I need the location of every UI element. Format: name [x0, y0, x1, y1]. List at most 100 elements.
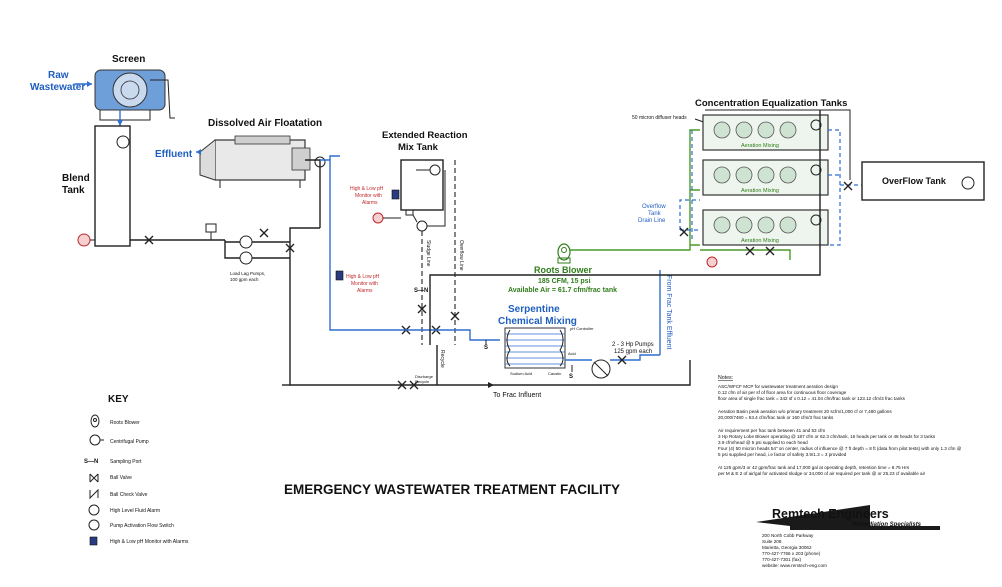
pumps-label-2: 125 gpm each: [614, 349, 652, 355]
equalization-tank-2: Aeration Mixing: [702, 159, 829, 196]
sludge-line-label: Sludge Line: [425, 240, 431, 267]
ph-monitor-2-icon: [335, 270, 344, 281]
equalization-tank-1: Aeration Mixing: [702, 114, 829, 151]
company-name: Remtech Engineers: [772, 507, 889, 521]
overflow-return-line: [429, 110, 821, 345]
notes-line-7: Air requirement per frac tank between 41…: [718, 428, 825, 433]
discharge-label-2: Recycle: [415, 379, 430, 384]
key-item-4: Ball Check Valve: [110, 492, 148, 498]
serpentine-label-1: Serpentine: [508, 304, 560, 315]
blend-tank-label-1: Blend: [62, 173, 90, 184]
ph-controller-label: pH Controller: [570, 326, 594, 331]
key-ball-valve-icon: [89, 473, 99, 483]
address-line-1: Suite 208: [762, 539, 782, 544]
daf-to-reactor-line: [320, 159, 405, 331]
aeration-mixing-3: Aeration Mixing: [741, 238, 779, 244]
sodium-acid-label: Sodium Acid: [510, 371, 532, 376]
key-item-0: Roots Blower: [110, 420, 140, 426]
address-line-5: website: www.remtech-eng.com: [762, 563, 827, 568]
from-frac-tank-effluent-label: From Frac Tank Effluent: [665, 275, 672, 349]
high-level-alarm-2-icon: [372, 212, 384, 224]
company-logo: Remtech Engineers Remediation Specialist…: [756, 505, 940, 530]
effluent-label: Effluent: [155, 149, 193, 160]
key-ball-check-valve-icon: [89, 488, 99, 500]
address-line-4: 770-427-7301 (fax): [762, 557, 802, 562]
roots-blower-spec: 185 CFM, 15 psi: [538, 278, 591, 285]
raw-wastewater-label-2: Wastewater: [30, 82, 85, 93]
serpentine-label-2: Chemical Mixing: [498, 316, 577, 327]
key-roots-blower-icon: [90, 414, 100, 428]
aeration-mixing-2: Aeration Mixing: [741, 188, 779, 194]
overflow-tank-label: OverFlow Tank: [882, 176, 947, 186]
raw-wastewater-label-1: Raw: [48, 70, 69, 81]
recycle-label: Recycle: [439, 350, 445, 368]
notes-line-5: 20,000/7480 = 53.4 cfm/frac tank or 160 …: [718, 415, 834, 420]
key-legend: Roots Blower Centrifugal Pump S—N Sampli…: [84, 414, 189, 546]
key-ph-monitor-icon: [89, 536, 98, 546]
blend-tank-level-indicator: [116, 135, 130, 149]
address-line-2: Marietta, Georgia 30062: [762, 545, 812, 550]
sampling-s-dash-n: S—N: [414, 288, 428, 294]
frac-effluent-pump-icon: [591, 359, 611, 379]
acid-label: Acid: [568, 351, 576, 356]
key-item-5: High Level Fluid Alarm: [110, 508, 160, 514]
key-centrifugal-pump-icon: [89, 434, 104, 446]
extended-reaction-label-2: Mix Tank: [398, 142, 439, 153]
ball-valve-icon: [144, 235, 154, 245]
overflow-drain-label-1: Overflow: [642, 204, 666, 210]
available-air-label: Available Air = 61.7 cfm/frac tank: [508, 287, 617, 294]
key-item-7: High & Low pH Monitor with Alarms: [110, 539, 189, 545]
tank-level-alarm-icon: [706, 256, 718, 268]
daf-label: Dissolved Air Floatation: [208, 118, 322, 129]
air-supply-line: [570, 129, 700, 251]
roots-blower-label: Roots Blower: [534, 265, 593, 275]
diffuser-heads-label: 50 micron diffuser heads: [632, 115, 687, 121]
ph-monitor-1-label-a: High & Low pH: [350, 186, 384, 192]
pumps-label-1: 2 - 3 Hp Pumps: [612, 342, 654, 348]
to-frac-influent-label: To Frac Influent: [493, 392, 541, 399]
notes-line-11: 5 psi supplied per head, i.e factor of s…: [718, 452, 847, 457]
company-address: 200 North Cobb Parkway Suite 208 Mariett…: [762, 533, 827, 568]
notes-line-1: 0.12 cfm of air per sf of floor area for…: [718, 390, 847, 395]
daf-unit: [199, 135, 326, 188]
ph-monitor-1-icon: [391, 189, 400, 200]
sampling-s-1: S: [484, 345, 488, 351]
ph-monitor-2-label-c: Alarms: [357, 288, 373, 294]
notes-line-4: Aeration Basin peak aeration w/o primary…: [718, 409, 892, 414]
ph-monitor-2-label-b: Monitor with: [351, 281, 378, 287]
key-item-2: Sampling Port: [110, 459, 142, 465]
screen-unit: Screen: [94, 54, 175, 121]
screen-drum: [112, 72, 148, 108]
key-flow-switch-icon: [88, 519, 100, 531]
equalization-tank-3: Aeration Mixing: [702, 209, 829, 246]
address-line-0: 200 North Cobb Parkway: [762, 533, 814, 538]
key-item-6: Pump Activation Flow Switch: [110, 523, 174, 529]
caustic-label: Caustic: [548, 371, 561, 376]
page-title: EMERGENCY WASTEWATER TREATMENT FACILITY: [284, 482, 620, 497]
serpentine-chemical-mixer: [504, 327, 566, 369]
ph-monitor-1-label-b: Monitor with: [355, 193, 382, 199]
notes-heading: Notes:: [718, 375, 733, 381]
key-sampling-symbol: S—N: [84, 459, 98, 465]
notes-line-8: 3 Hp Rotary Lobe Blower operating @ 187 …: [718, 434, 936, 439]
load-lag-pump-2-icon: [239, 251, 253, 265]
ph-monitor-1-label-c: Alarms: [362, 200, 378, 206]
notes-line-2: floor area of single frac tank = 342 sf …: [718, 396, 906, 401]
notes-line-9: 3.9 cfm/head @ 5 psi supplied to each he…: [718, 440, 808, 445]
sampling-s-2: S: [569, 374, 573, 380]
discharge-label-1: Discharge: [415, 374, 434, 379]
overflow-tank: [861, 161, 985, 201]
blend-tank-label-2: Tank: [62, 185, 85, 196]
key-title: KEY: [108, 394, 129, 405]
notes-line-0: ASC/WFCF MCP for wastewater treatment ae…: [718, 384, 838, 389]
aeration-mixing-1: Aeration Mixing: [741, 143, 779, 149]
key-item-1: Centrifugal Pump: [110, 439, 149, 445]
screen-label: Screen: [112, 54, 145, 65]
address-line-3: 770-427-7766 x 203 (phone): [762, 551, 821, 556]
overflow-drain-label-2: Tank: [648, 211, 662, 217]
key-high-level-alarm-icon: [88, 504, 100, 516]
cet-label: Concentration Equalization Tanks: [695, 98, 847, 109]
extended-reaction-mix-tank: [400, 159, 444, 211]
company-tagline: Remediation Specialists: [852, 522, 922, 528]
